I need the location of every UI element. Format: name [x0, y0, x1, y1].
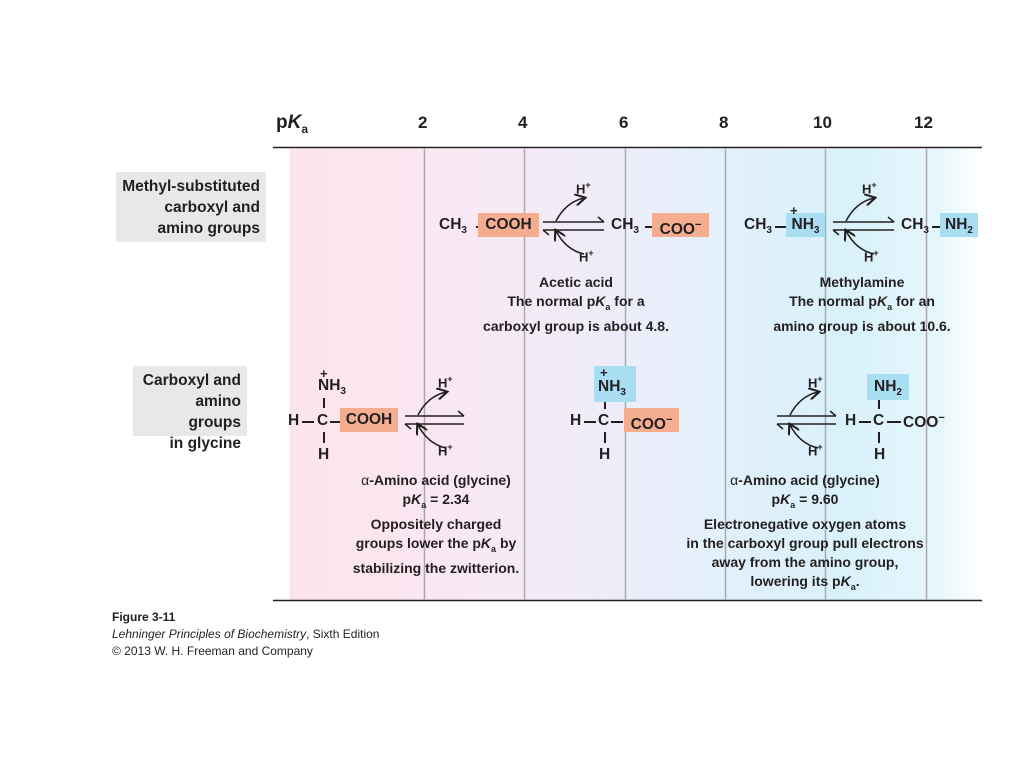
tick-label-2: 2 — [418, 113, 428, 132]
gly1-plus: + — [320, 366, 328, 381]
copyright: © 2013 W. H. Freeman and Company — [112, 644, 313, 658]
hplus-methylamine-top: H+ — [862, 180, 877, 197]
hplus-acetic-top: H+ — [576, 180, 591, 197]
methylamine-bond-right — [932, 226, 942, 228]
gly2-c: C — [598, 412, 610, 429]
gly1-vbond-bottom — [323, 432, 325, 443]
hplus-gly-right-bottom: H+ — [808, 442, 823, 459]
methylammonium-plus: + — [790, 203, 798, 218]
note-methylamine: Methylamine The normal pKa for an amino … — [773, 274, 951, 334]
note-glycine-pka1: α-Amino acid (glycine) pKa = 2.34 Opposi… — [352, 472, 520, 576]
hplus-methylamine-bottom: H+ — [864, 248, 879, 265]
gly3-coo: COO− — [903, 412, 945, 432]
gly1-c: C — [317, 412, 329, 429]
gly1-nh3: NH3 — [318, 377, 346, 398]
ph-gradient-band — [290, 149, 982, 600]
gly1-cooh-box: COOH — [340, 408, 398, 432]
eq-arrow-glycine-left — [404, 392, 465, 449]
figure-number: Figure 3-11 — [112, 610, 176, 624]
gly1-hbond-left — [302, 421, 314, 423]
gly2-nh3: NH3 — [598, 378, 626, 399]
eq-arrow-acetic — [542, 198, 605, 255]
note-glycine-pka2: α-Amino acid (glycine) pKa = 9.60 Electr… — [686, 472, 924, 592]
methylammonium-nh3-box: NH3 — [786, 213, 825, 237]
gly3-vbond-bottom — [878, 432, 880, 443]
gly2-plus: + — [600, 365, 608, 380]
gly2-nh3-box — [594, 366, 636, 402]
gly3-hbond-right — [887, 421, 901, 423]
methylamine-nh2-box: NH2 — [940, 213, 978, 237]
acetate-coo-box: COO− — [652, 213, 709, 238]
gly2-vbond-bottom — [604, 432, 606, 443]
methylamine-ch3-right: CH3 — [901, 216, 929, 237]
book-title: Lehninger Principles of Biochemistry, Si… — [112, 627, 380, 641]
eq-arrow-glycine-right — [776, 392, 837, 449]
gly3-vbond-top — [878, 400, 880, 409]
gly3-c: C — [873, 412, 885, 429]
gly2-coo-box: COO− — [624, 408, 679, 433]
hplus-gly-left-bottom: H+ — [438, 442, 453, 459]
row-label-glycine: Carboxyl and amino groups in glycine — [133, 366, 247, 452]
gly1-hbond-right — [330, 421, 342, 423]
gly2-h-bottom: H — [599, 446, 611, 463]
gly3-h-left: H — [845, 412, 857, 429]
eq-arrow-methylamine — [832, 198, 895, 255]
tick-label-12: 12 — [914, 113, 933, 132]
gly2-h-left: H — [570, 412, 582, 429]
hplus-acetic-bottom: H+ — [579, 248, 594, 265]
tick-label-6: 6 — [619, 113, 629, 132]
tick-label-4: 4 — [518, 113, 528, 132]
note-acetic-acid: Acetic acid The normal pKa for a carboxy… — [483, 274, 669, 334]
tick-label-10: 10 — [813, 113, 832, 132]
row-label-methyl: Methyl-substituted carboxyl and amino gr… — [116, 172, 266, 242]
acetic-cooh-box: COOH — [478, 213, 539, 237]
gly1-h-bottom: H — [318, 446, 330, 463]
hplus-gly-left-top: H+ — [438, 374, 453, 391]
figure-caption: Figure 3-11 Lehninger Principles of Bioc… — [112, 609, 379, 660]
hplus-gly-right-top: H+ — [808, 374, 823, 391]
gly2-vbond-top — [604, 402, 606, 409]
acetate-bond — [645, 226, 657, 228]
acetic-acid-ch3: CH3 — [439, 216, 467, 237]
gly1-h-left: H — [288, 412, 300, 429]
methylamine-bond — [775, 226, 787, 228]
gly3-nh2-box: NH2 — [867, 374, 909, 400]
gly2-hbond-right — [611, 421, 623, 423]
gly1-vbond-top — [323, 398, 325, 408]
gly3-h-bottom: H — [874, 446, 886, 463]
axis-label: pKa — [276, 112, 309, 136]
acetate-ch3: CH3 — [611, 216, 639, 237]
gly3-hbond-left — [859, 421, 871, 423]
tick-label-8: 8 — [719, 113, 729, 132]
gly2-hbond-left — [584, 421, 596, 423]
methylamine-ch3: CH3 — [744, 216, 772, 237]
